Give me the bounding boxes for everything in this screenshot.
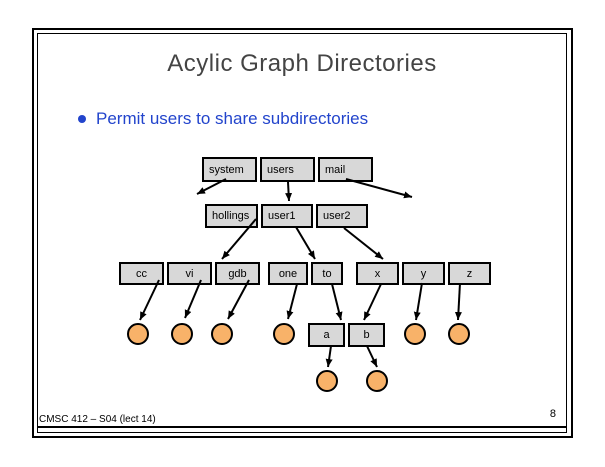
- cell-a: a: [308, 323, 345, 347]
- cell-system: system: [202, 157, 257, 182]
- cell-to: to: [311, 262, 343, 285]
- footer-rule: [37, 426, 567, 428]
- page-number: 8: [549, 408, 556, 420]
- dir-table-users: hollings user1 user2: [205, 204, 368, 228]
- dir-table-hollings: cc vi gdb: [119, 262, 260, 285]
- file-circle-y: [404, 323, 426, 345]
- file-circle-cc: [127, 323, 149, 345]
- cell-x: x: [356, 262, 399, 285]
- dir-table-root: system users mail: [202, 157, 373, 182]
- cell-y: y: [402, 262, 445, 285]
- cell-cc: cc: [119, 262, 164, 285]
- file-circle-b: [366, 370, 388, 392]
- file-circle-a: [316, 370, 338, 392]
- dir-table-user1: one to: [268, 262, 343, 285]
- cell-vi: vi: [167, 262, 212, 285]
- cell-user1: user1: [261, 204, 313, 228]
- cell-gdb: gdb: [215, 262, 260, 285]
- slide-border-outer: [32, 28, 573, 438]
- cell-one: one: [268, 262, 308, 285]
- footer-text: CMSC 412 – S04 (lect 14): [39, 414, 156, 425]
- cell-b: b: [348, 323, 385, 347]
- file-circle-z: [448, 323, 470, 345]
- bullet-dot-icon: [78, 115, 86, 123]
- bullet-text: Permit users to share subdirectories: [96, 109, 369, 128]
- cell-users: users: [260, 157, 315, 182]
- cell-hollings: hollings: [205, 204, 258, 228]
- slide-border-inner: [37, 33, 567, 433]
- file-circle-gdb: [211, 323, 233, 345]
- file-circle-one: [273, 323, 295, 345]
- bullet-item: Permit users to share subdirectories: [78, 109, 368, 129]
- page-title: Acylic Graph Directories: [167, 50, 437, 77]
- file-circle-vi: [171, 323, 193, 345]
- dir-table-user2: x y z: [356, 262, 491, 285]
- dir-table-shared: a b: [308, 323, 385, 347]
- cell-user2: user2: [316, 204, 368, 228]
- cell-z: z: [448, 262, 491, 285]
- cell-mail: mail: [318, 157, 373, 182]
